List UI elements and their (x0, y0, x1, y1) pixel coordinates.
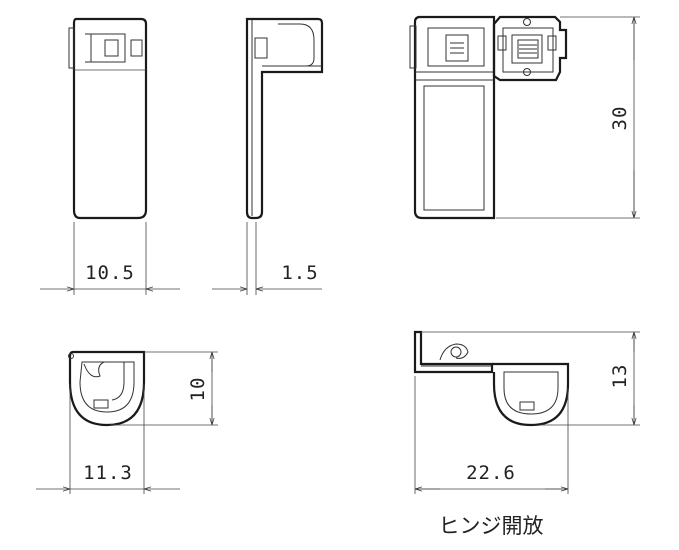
front-width-dimension: 10.5 (40, 222, 180, 295)
open-side-height-dimension: 13 (421, 331, 640, 426)
side-view (245, 17, 324, 220)
dim-open-height: 30 (609, 106, 631, 131)
hinge-open-caption: ヒンジ開放 (439, 514, 544, 538)
bottom-width-dimension: 11.3 (36, 384, 180, 494)
open-width-dimension: 22.6 (414, 376, 569, 494)
open-side-view (413, 330, 570, 427)
dim-bottom-width: 11.3 (83, 462, 133, 484)
front-view (68, 17, 148, 220)
dim-open-side-height: 13 (609, 364, 631, 389)
dim-side-thickness: 1.5 (281, 262, 318, 284)
dim-bottom-depth: 10 (187, 377, 209, 402)
bottom-depth-dimension: 10 (110, 351, 218, 426)
bottom-view (68, 350, 146, 427)
open-front-view (409, 15, 568, 220)
open-height-dimension: 30 (496, 16, 640, 219)
dim-front-width: 10.5 (85, 262, 135, 284)
side-thickness-dimension: 1.5 (212, 222, 322, 295)
dim-open-width: 22.6 (466, 462, 516, 484)
